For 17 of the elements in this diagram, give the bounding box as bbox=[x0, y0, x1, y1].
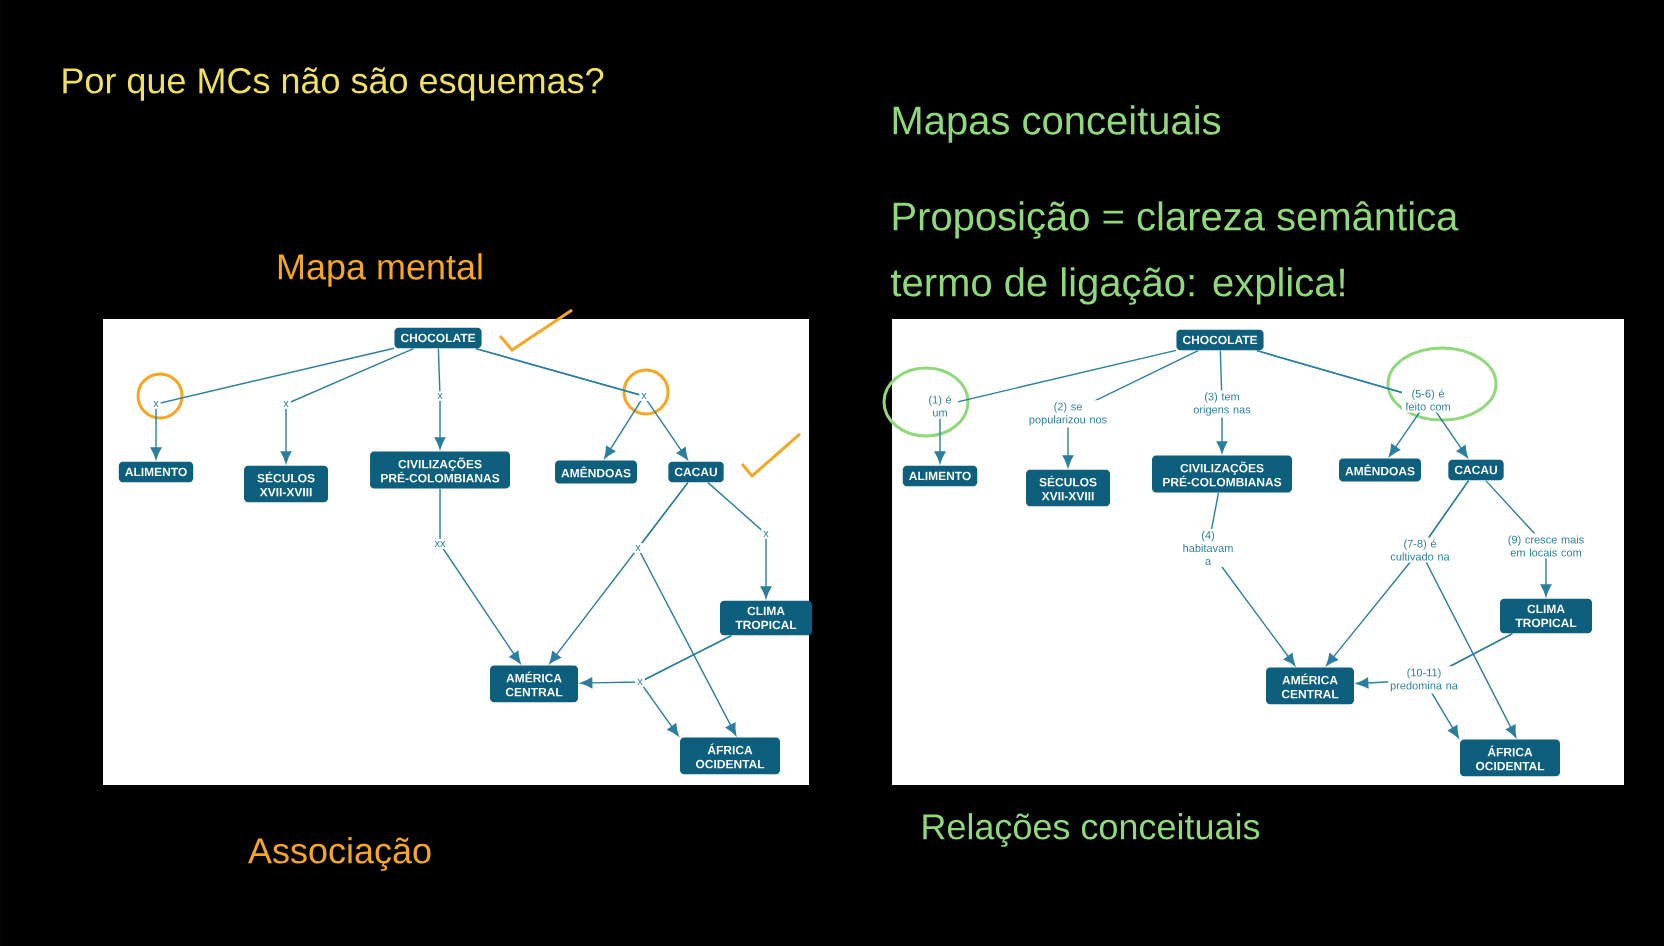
handwritten-note: Associação bbox=[248, 837, 431, 871]
handwritten-note: termo de ligação: explica! bbox=[891, 267, 1344, 305]
handwritten-note: Mapas conceituais bbox=[893, 105, 1221, 143]
arrow bbox=[707, 481, 772, 599]
map-panel bbox=[103, 319, 809, 785]
arrow bbox=[434, 347, 446, 450]
arrow bbox=[475, 347, 688, 460]
arrow bbox=[150, 347, 395, 460]
arrow bbox=[439, 488, 521, 664]
arrow bbox=[934, 349, 1177, 464]
arrow bbox=[637, 481, 737, 736]
arrow bbox=[280, 347, 415, 464]
title: Por que MCs não são esquemas? bbox=[63, 67, 604, 101]
handwritten-note: Proposição = clareza semântica bbox=[893, 201, 1459, 239]
handwritten-note: Relações conceituais bbox=[923, 813, 1260, 847]
arrow bbox=[638, 634, 732, 737]
handwritten-note: Mapa mental bbox=[278, 253, 482, 287]
